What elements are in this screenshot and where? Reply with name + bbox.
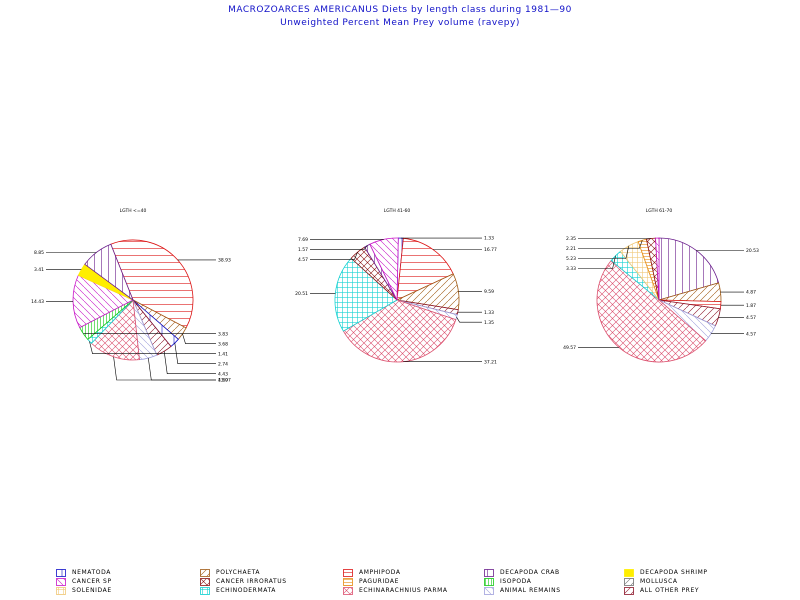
slice-value-label: 1.35: [484, 320, 494, 326]
pie-slice-amphipoda: [110, 239, 194, 329]
slice-value-label: 2.21: [566, 246, 576, 252]
pie-slice-decapoda-crab: [84, 243, 134, 302]
leader-line: [182, 333, 216, 345]
leader-line: [578, 245, 630, 259]
pie-slice-echinarachnius-parma: [90, 299, 140, 361]
slice-value-label: 1.41: [218, 351, 228, 357]
leader-line: [89, 341, 216, 355]
leader-line: [456, 317, 482, 323]
slice-value-label: 4.57: [746, 331, 756, 337]
slice-value-label: 13.97: [218, 378, 231, 384]
slice-value-label: 7.69: [298, 237, 308, 243]
pie-slice-echinarachnius-parma: [342, 299, 457, 363]
leader-line: [174, 342, 216, 365]
leader-line: [578, 255, 616, 269]
chart-title: MACROZOARCES AMERICANUS Diets by length …: [228, 5, 572, 15]
pie-chart-3: LGTH 61-70 20.53 4.87 1.87 4.57 4.57 2.35 2.21 5…: [563, 208, 759, 363]
pie-slice-cancer-sp: [72, 274, 134, 329]
slice-value-label: 1.33: [484, 236, 494, 242]
pie-title: LGTH 41-60: [384, 208, 411, 214]
leader-line: [578, 240, 643, 249]
slice-value-label: 49.57: [563, 345, 576, 351]
slice-value-label: 4.87: [746, 290, 756, 296]
slice-value-label: 3.41: [34, 267, 44, 273]
chart-subtitle: Unweighted Percent Mean Prey volume (rav…: [280, 18, 520, 28]
slice-value-label: 8.85: [34, 250, 44, 256]
slice-value-label: 14.43: [31, 299, 44, 305]
pie-slice-decapoda-crab: [658, 237, 720, 301]
slice-value-label: 4.57: [746, 315, 756, 321]
slice-value-label: 4.43: [218, 371, 228, 377]
slice-value-label: 4.80: [218, 378, 228, 384]
slice-value-label: 9.59: [484, 289, 494, 295]
slice-value-label: 3.33: [566, 266, 576, 272]
slice-value-label: 4.57: [298, 257, 308, 263]
slice-value-label: 37.21: [484, 359, 497, 365]
slice-value-label: 5.23: [566, 256, 576, 262]
leader-line: [310, 252, 358, 260]
slice-value-label: 1.33: [484, 310, 494, 316]
leader-line: [148, 357, 216, 381]
leader-line: [310, 245, 368, 250]
slice-value-label: 1.87: [746, 303, 756, 309]
pie-title: LGTH <=40: [120, 208, 147, 214]
pie-slice-cancer-sp: [655, 237, 660, 301]
slice-value-label: 1.57: [298, 247, 308, 253]
chart-header: MACROZOARCES AMERICANUS Diets by length …: [0, 4, 800, 30]
pie-chart-1: LGTH <=40 38.93 3.83 3.68 1.41 2.74 4.4313.974…: [31, 208, 231, 384]
slice-value-label: 16.77: [484, 247, 497, 253]
slice-value-label: 3.68: [218, 341, 228, 347]
slice-value-label: 2.35: [566, 236, 576, 242]
pie-slice-cancer-sp: [369, 237, 399, 301]
pie-title: LGTH 61-70: [646, 208, 673, 214]
slice-value-label: 20.53: [746, 248, 759, 254]
slice-value-label: 38.93: [218, 257, 231, 263]
pie-chart-2: LGTH 41-60 1.33 16.77 9.59 1.33 1.35 37.21 7.69…: [295, 208, 497, 365]
leader-line: [163, 351, 216, 375]
slice-value-label: 2.74: [218, 361, 228, 367]
leader-line: [113, 356, 216, 381]
slice-value-label: 20.51: [295, 291, 308, 297]
slice-value-label: 3.83: [218, 331, 228, 337]
